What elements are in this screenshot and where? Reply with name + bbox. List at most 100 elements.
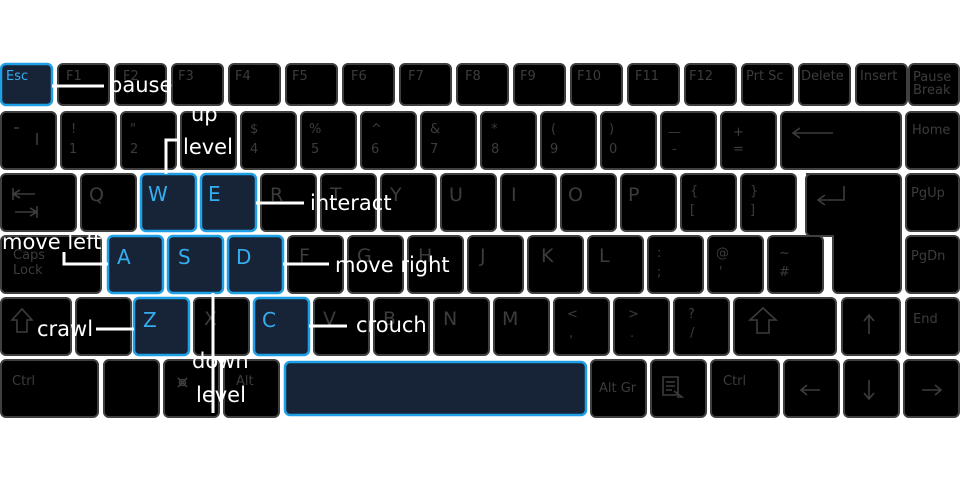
key-9	[540, 111, 597, 170]
callout-up-level-line	[164, 138, 179, 174]
backtick-glyph	[14, 127, 38, 145]
key-hash-bottom: #	[779, 265, 790, 280]
key-semicolon-bottom: ;	[657, 265, 661, 280]
key-comma	[553, 297, 610, 356]
key-8-bottom: 8	[491, 142, 499, 157]
key-f1-label: F1	[66, 69, 82, 84]
callout-pause-label: pause	[109, 73, 172, 97]
key-3	[180, 111, 237, 170]
key-home	[905, 111, 960, 170]
key-f2	[114, 63, 167, 106]
key-hash-top: ~	[779, 246, 790, 261]
key-pgdn-label: PgDn	[911, 249, 945, 264]
key-f8-label: F8	[465, 69, 481, 84]
key-break-label: Break	[913, 83, 951, 98]
callout-move-left-line	[62, 252, 108, 266]
key-w-label: W	[148, 182, 168, 206]
key-x-label: X	[204, 308, 217, 330]
key-t-label: T	[329, 184, 342, 206]
key-f-label: F	[299, 245, 310, 267]
key-6-top: ^	[371, 122, 382, 137]
key-pgup	[905, 173, 960, 232]
key-apostrophe-top: @	[716, 246, 729, 261]
key-s-highlighted	[166, 234, 225, 295]
key-4-bottom: 4	[250, 142, 258, 157]
key-insert	[855, 63, 908, 106]
key-f2-label: F2	[123, 69, 139, 84]
callout-move-right-label: move right	[335, 253, 450, 277]
key-8-top: *	[491, 122, 498, 137]
key-7-bottom: 7	[430, 142, 438, 157]
arrow-right-icon	[922, 384, 943, 396]
key-backspace	[780, 111, 902, 170]
key-q-label: Q	[89, 184, 104, 206]
key-7	[420, 111, 477, 170]
key-f5-label: F5	[292, 69, 308, 84]
key-n-label: N	[443, 308, 457, 330]
key-home-label: Home	[912, 123, 950, 138]
key-equals	[720, 111, 777, 170]
key-f6-label: F6	[351, 69, 367, 84]
key-f3	[171, 63, 224, 106]
qwerty-row: Q W E R T Y U I O P { [ } ] PgUp	[0, 172, 960, 294]
zxcv-row: Z X C V B N M < , > . ? / End	[0, 296, 960, 357]
key-p	[620, 173, 677, 232]
callouts: pause up level interact move left move r…	[2, 73, 450, 413]
key-minus-top: —	[668, 125, 681, 140]
key-tab	[0, 173, 77, 232]
key-delete-label: Delete	[801, 69, 844, 84]
callout-crouch-label: crouch	[356, 313, 427, 337]
key-1-top: !	[71, 122, 76, 137]
key-f10	[570, 63, 623, 106]
key-enter	[805, 173, 902, 294]
key-5-top: %	[309, 122, 321, 137]
key-super	[163, 359, 220, 418]
key-l-label: L	[599, 245, 610, 267]
tab-arrows-icon	[11, 188, 39, 218]
key-capslock-line2: Lock	[13, 263, 43, 278]
key-d-label: D	[236, 245, 251, 269]
enter-arrow-icon	[816, 186, 845, 206]
key-capslock-line1: Caps	[13, 248, 45, 263]
key-1	[60, 111, 117, 170]
key-left-brace	[680, 173, 737, 232]
arrow-down-icon	[863, 380, 875, 401]
key-end	[905, 297, 960, 356]
key-0	[600, 111, 657, 170]
key-pgdn	[905, 235, 960, 294]
key-f10-label: F10	[577, 69, 601, 84]
key-period-top: >	[628, 307, 639, 322]
callout-crawl-label: crawl	[37, 317, 93, 341]
key-i	[500, 173, 557, 232]
asdf-row: Caps Lock A S D F G H J K L : ; @ ' ~ # …	[0, 234, 960, 295]
key-equals-bottom: =	[733, 142, 744, 157]
key-6	[360, 111, 417, 170]
key-alt-label: Alt	[236, 374, 254, 389]
key-slash	[673, 297, 730, 356]
callout-down-label: down	[192, 349, 249, 373]
callout-up-label: up	[191, 102, 218, 126]
key-x	[193, 297, 250, 356]
key-2-bottom: 2	[130, 142, 138, 157]
key-f6	[342, 63, 395, 106]
key-l	[587, 235, 644, 294]
key-g	[347, 235, 404, 294]
key-minus-bottom: -	[672, 142, 677, 157]
key-6-bottom: 6	[371, 142, 379, 157]
key-h-label: H	[418, 245, 432, 267]
key-9-top: (	[551, 122, 556, 137]
arrow-up-icon	[863, 313, 875, 334]
key-ctrl-left-label: Ctrl	[12, 374, 35, 389]
key-shift-right	[733, 297, 837, 356]
key-left-brace-bottom: [	[690, 203, 695, 218]
menu-key-icon	[662, 376, 685, 398]
key-m-label: M	[502, 308, 518, 330]
key-comma-bottom: ,	[569, 326, 573, 341]
key-esc-label: Esc	[6, 69, 28, 84]
key-o	[560, 173, 617, 232]
key-altgr	[590, 359, 647, 418]
key-u-label: U	[449, 184, 463, 206]
key-9-bottom: 9	[550, 142, 558, 157]
key-n	[433, 297, 490, 356]
key-f11-label: F11	[635, 69, 659, 84]
